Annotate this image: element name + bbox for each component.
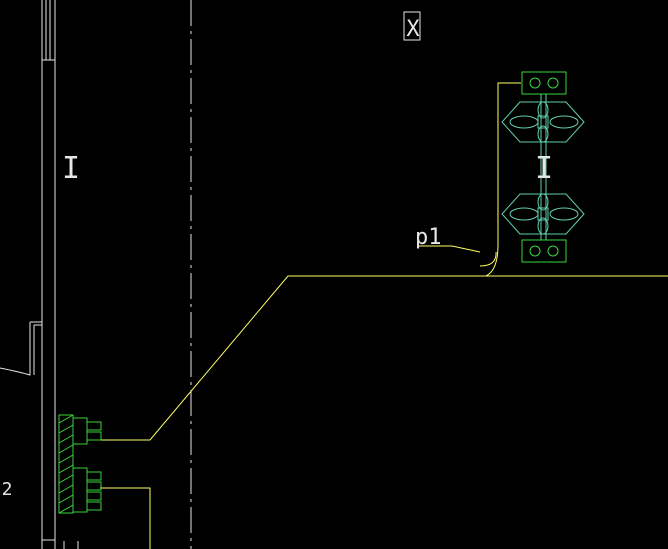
bottom-tick <box>63 541 79 549</box>
conductor-lines <box>100 82 668 549</box>
left-wall <box>0 0 56 549</box>
lower-insulator <box>501 193 585 235</box>
bottom-clamp <box>521 239 567 263</box>
section-mark-left: I <box>62 151 80 186</box>
insulator-string: I <box>501 71 585 263</box>
top-clamp <box>521 71 567 95</box>
section-mark-left-label: I <box>62 151 80 186</box>
reference-label: p1 <box>415 225 442 250</box>
section-mark-right-label: I <box>535 151 553 186</box>
corner-symbol: X <box>403 11 421 42</box>
insulator-rod <box>540 94 547 240</box>
wall-fitting <box>58 414 102 514</box>
edge-number: 2 <box>2 479 13 500</box>
corner-symbol-label: X <box>406 17 420 42</box>
upper-insulator <box>501 101 585 143</box>
